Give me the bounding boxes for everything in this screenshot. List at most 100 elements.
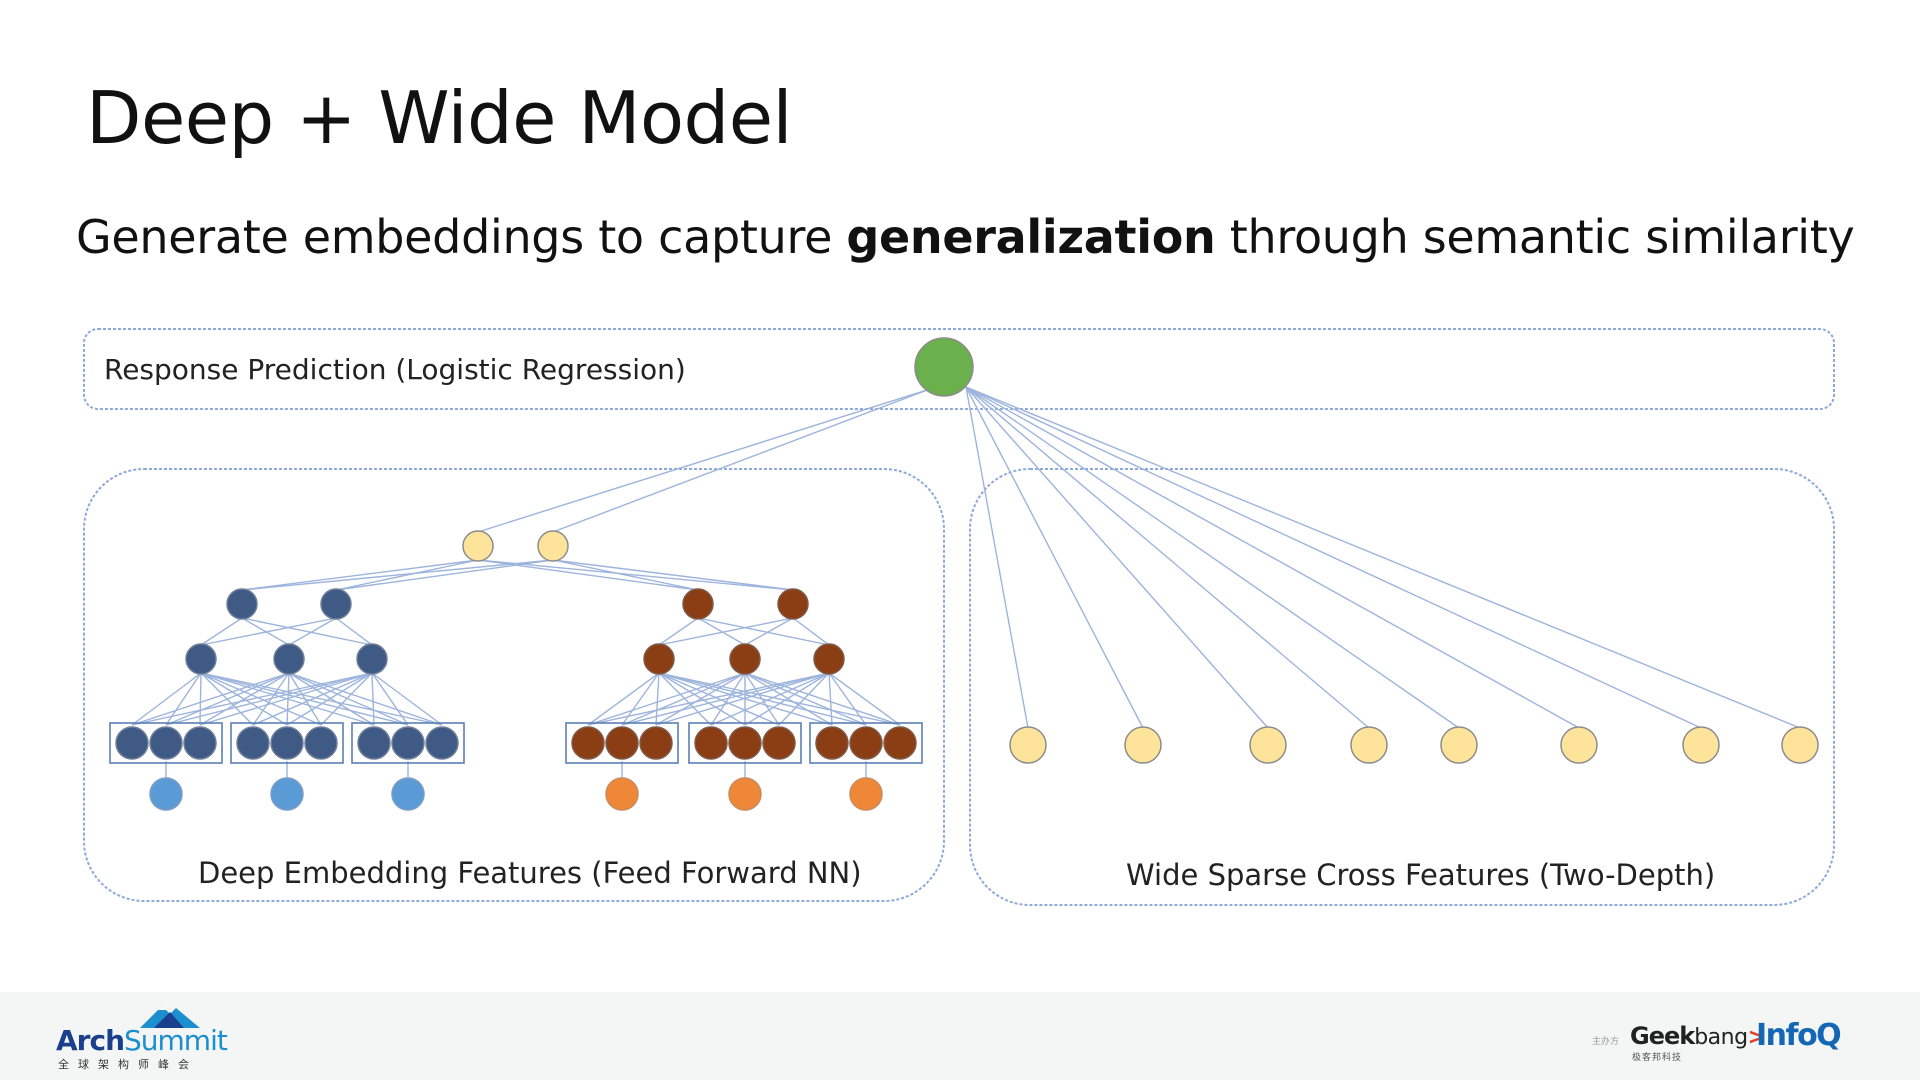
edge-blue-emb-2-2-0 <box>200 672 443 726</box>
edge-brown-emb-0-1-0 <box>621 672 660 726</box>
edge-brown-emb-2-0-2 <box>828 672 833 726</box>
brown-hidden1-node-2 <box>813 643 845 675</box>
deep-top-node-0 <box>462 530 494 562</box>
edge-brown-emb-2-2-1 <box>744 672 901 726</box>
brown-embedding-node-1-2 <box>762 726 796 760</box>
orange-input-node-0 <box>605 777 639 811</box>
brown-embedding-node-0-0 <box>571 726 605 760</box>
infoq-logo: InfoQ <box>1756 1018 1842 1053</box>
blue-hidden1-node-1 <box>273 643 305 675</box>
edge-wide-to-output-7 <box>965 386 1801 729</box>
brown-hidden2-node-0 <box>682 588 714 620</box>
blue-hidden2-node-0 <box>226 588 258 620</box>
edge-blue-l1-l2-2-0 <box>241 617 373 646</box>
deep-features-label: Deep Embedding Features (Feed Forward NN… <box>198 856 862 890</box>
edge-brown-emb-0-2-1 <box>655 672 746 726</box>
arch-text: Arch <box>56 1024 125 1057</box>
network-nodes <box>115 337 1819 811</box>
edge-wide-to-output-1 <box>965 386 1144 729</box>
edge-blue-l1-l2-1-1 <box>288 617 337 646</box>
edge-brown-emb-0-2-2 <box>655 672 830 726</box>
brown-embedding-group-2 <box>809 722 923 764</box>
edge-blue-emb-2-0-1 <box>288 672 375 726</box>
edge-l2-to-top-1-2 <box>552 559 699 591</box>
edge-brown-l1-l2-2-0 <box>697 617 830 646</box>
deep-top-node-1 <box>537 530 569 562</box>
edge-blue-emb-0-0-2 <box>131 672 373 726</box>
edge-brown-emb-1-0-0 <box>658 672 712 726</box>
blue-hidden2-node-1 <box>320 588 352 620</box>
edge-wide-to-output-0 <box>965 386 1029 729</box>
blue-hidden1-node-0 <box>185 643 217 675</box>
geekbang-arrow: >. <box>1747 1025 1775 1050</box>
orange-input-node-2 <box>849 777 883 811</box>
edge-brown-l1-l2-0-0 <box>658 617 699 646</box>
edge-blue-emb-2-0-2 <box>371 672 375 726</box>
wide-feature-node-6 <box>1682 726 1720 764</box>
geek-text: Geek <box>1630 1022 1695 1050</box>
edge-brown-emb-1-0-1 <box>710 672 746 726</box>
edge-brown-emb-2-0-0 <box>658 672 833 726</box>
edge-l2-to-top-1-1 <box>335 559 554 591</box>
subtitle-text-start: Generate embeddings to capture <box>76 210 847 264</box>
edge-brown-l1-l2-0-1 <box>658 617 794 646</box>
edge-blue-emb-2-2-2 <box>371 672 443 726</box>
blue-embedding-node-1-1 <box>270 726 304 760</box>
blue-embedding-node-1-2 <box>304 726 338 760</box>
edge-brown-emb-2-2-2 <box>828 672 901 726</box>
blue-input-node-2 <box>391 777 425 811</box>
slide-title: Deep + Wide Model <box>86 76 793 160</box>
blue-embedding-group-0 <box>109 722 223 764</box>
edge-brown-l1-l2-1-0 <box>697 617 746 646</box>
edge-l2-to-top-1-0 <box>241 559 554 591</box>
wide-feature-node-4 <box>1440 726 1478 764</box>
archsummit-cn-text: 全球架构师峰会 <box>58 1058 198 1071</box>
edge-brown-emb-2-1-0 <box>658 672 867 726</box>
blue-hidden1-node-2 <box>356 643 388 675</box>
wide-feature-node-3 <box>1350 726 1388 764</box>
edge-blue-l1-l2-0-1 <box>200 617 337 646</box>
brown-embedding-node-0-1 <box>605 726 639 760</box>
wide-feature-node-7 <box>1781 726 1819 764</box>
edge-brown-emb-2-2-0 <box>658 672 901 726</box>
edge-brown-emb-2-1-1 <box>744 672 867 726</box>
edge-wide-to-output-4 <box>965 386 1460 729</box>
edge-blue-emb-2-1-0 <box>200 672 409 726</box>
brown-embedding-node-1-1 <box>728 726 762 760</box>
blue-embedding-node-2-1 <box>391 726 425 760</box>
blue-input-node-1 <box>270 777 304 811</box>
wide-feature-node-1 <box>1124 726 1162 764</box>
orange-input-node-1 <box>728 777 762 811</box>
edge-blue-emb-0-1-0 <box>165 672 202 726</box>
brown-embedding-node-2-2 <box>883 726 917 760</box>
slide-subtitle: Generate embeddings to capture generaliz… <box>76 210 1855 264</box>
mountain-icon <box>140 1006 200 1028</box>
edge-deep-to-output-1 <box>552 388 931 533</box>
blue-embedding-node-2-0 <box>357 726 391 760</box>
edge-brown-emb-1-2-0 <box>658 672 780 726</box>
brown-embedding-group-1 <box>688 722 802 764</box>
footer-bar <box>0 992 1920 1080</box>
embedding-groups <box>109 722 923 764</box>
edge-blue-emb-1-2-0 <box>200 672 322 726</box>
brown-embedding-group-0 <box>565 722 679 764</box>
edge-brown-l1-l2-2-1 <box>792 617 830 646</box>
edge-blue-emb-0-0-0 <box>131 672 202 726</box>
blue-input-node-0 <box>149 777 183 811</box>
bang-text: bang <box>1694 1025 1748 1050</box>
geekbang-logo: Geekbang>. <box>1630 1022 1774 1050</box>
blue-embedding-group-1 <box>230 722 344 764</box>
archsummit-logo: ArchSummit 全球架构师峰会 <box>56 1002 256 1072</box>
response-prediction-label: Response Prediction (Logistic Regression… <box>104 353 686 386</box>
edge-blue-emb-0-0-1 <box>131 672 290 726</box>
output-node <box>914 337 974 397</box>
edge-blue-emb-1-0-1 <box>252 672 290 726</box>
blue-embedding-node-0-2 <box>183 726 217 760</box>
response-prediction-box <box>83 328 1835 410</box>
brown-hidden1-node-0 <box>643 643 675 675</box>
archsummit-wordmark: ArchSummit <box>56 1024 228 1057</box>
edge-l2-to-top-0-3 <box>477 559 794 591</box>
wide-features-label: Wide Sparse Cross Features (Two-Depth) <box>1126 858 1715 892</box>
